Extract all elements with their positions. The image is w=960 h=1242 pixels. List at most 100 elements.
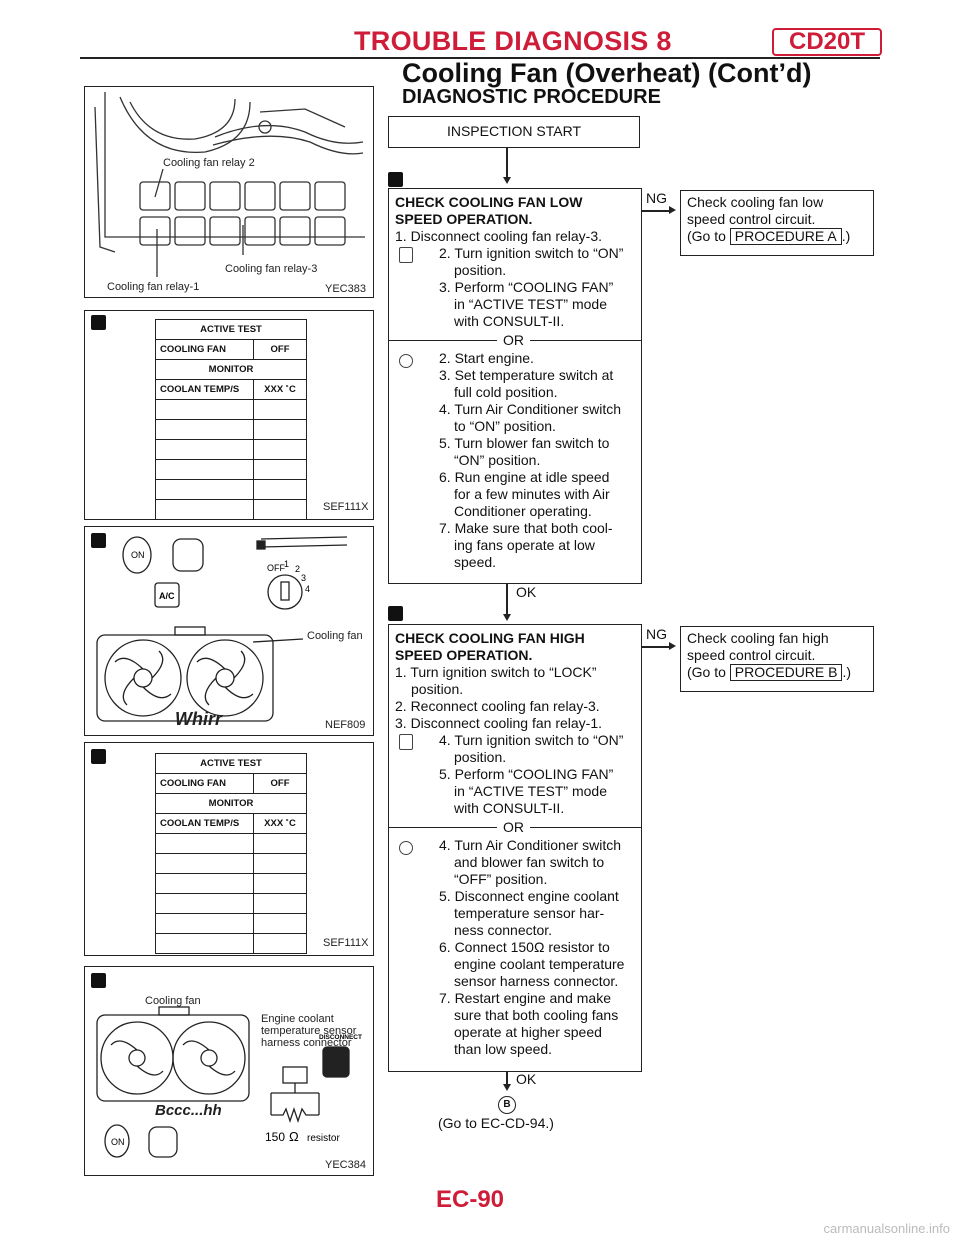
switch-off: OFF	[267, 563, 285, 573]
step-a-line: with CONSULT-II.	[454, 313, 565, 329]
step-a-line: 2. Start engine.	[439, 350, 534, 366]
watermark: carmanualsonline.info	[823, 1221, 950, 1236]
step-b-line: “OFF” position.	[454, 871, 548, 887]
step-a-line: Conditioner operating.	[454, 503, 592, 519]
or-label: OR	[497, 332, 530, 349]
fan-high-illustration: ON Bccc...hh 150 Ω resistor DISCONNECT	[96, 1006, 362, 1158]
step-a-line: speed.	[454, 554, 497, 570]
label-relay-2: Cooling fan relay 2	[163, 157, 255, 169]
step-b-line: than low speed.	[454, 1041, 553, 1057]
relay-location-figure: Cooling fan relay 2 Cooling fan relay-3 …	[84, 86, 374, 298]
sensor-line-1: Engine coolant	[261, 1013, 334, 1025]
step-b-badge-icon	[91, 749, 106, 764]
cooling-fan-value: OFF	[253, 773, 307, 794]
connector-line	[506, 1071, 508, 1085]
goto-link[interactable]: (Go to EC-CD-94.)	[438, 1115, 554, 1131]
procedure-b-link[interactable]: PROCEDURE B	[729, 664, 843, 681]
cooling-fan-label: COOLING FAN	[155, 339, 254, 360]
whirr-label: Whirr	[175, 709, 223, 729]
connector-circle-icon: B	[498, 1096, 516, 1114]
step-a-badge-icon	[388, 172, 403, 187]
ng-box-line: Check cooling fan high	[687, 630, 829, 646]
connector-line	[506, 148, 508, 178]
step-b-line: 6. Connect 150Ω resistor to	[439, 939, 610, 955]
section-title: TROUBLE DIAGNOSIS 8	[354, 26, 672, 56]
ng-box-line: (Go to PROCEDURE A.)	[687, 228, 867, 245]
fan-low-illustration: A/C ON OFF 1 2 3 4 Whirr	[96, 536, 348, 729]
step-a-badge-icon	[91, 533, 106, 548]
engine-code-badge: CD20T	[772, 28, 882, 56]
step-a-badge-icon	[91, 315, 106, 330]
ng-box-line: speed control circuit.	[687, 647, 816, 663]
step-a-line: 3. Perform “COOLING FAN”	[439, 279, 614, 295]
switch-4: 4	[305, 584, 310, 594]
right-arrow-icon	[669, 206, 676, 214]
step-a-line: 3. Set temperature switch at	[439, 367, 614, 383]
cooling-fan-figure-b: ON Bccc...hh 150 Ω resistor DISCONNECT C…	[84, 966, 374, 1176]
step-b-line: 2. Reconnect cooling fan relay-3.	[395, 698, 600, 714]
step-b-line: 5. Disconnect engine coolant	[439, 888, 619, 904]
step-a-box: CHECK COOLING FAN LOW SPEED OPERATION. 1…	[388, 188, 642, 584]
figure-code: YEC383	[325, 283, 366, 295]
procedure-a-link[interactable]: PROCEDURE A	[729, 228, 842, 245]
or-divider: OR	[389, 332, 641, 349]
goto-text: (Go to	[687, 664, 726, 680]
no-tools-icon	[399, 841, 413, 855]
step-a-ng-box: Check cooling fan low speed control circ…	[680, 190, 874, 256]
step-b-line: sure that both cooling fans	[454, 1007, 619, 1023]
coolant-temp-value: XXX ˚C	[253, 813, 307, 834]
step-b-line: temperature sensor har-	[454, 905, 605, 921]
resistor-unit: Ω	[289, 1129, 299, 1144]
step-b-line: 4. Turn Air Conditioner switch	[439, 837, 622, 853]
no-tools-section: 2. Start engine. 3. Set temperature swit…	[389, 348, 641, 571]
step-b-line: 5. Perform “COOLING FAN”	[439, 766, 614, 782]
no-tools-section: 4. Turn Air Conditioner switch and blowe…	[389, 835, 641, 1058]
switch-1: 1	[284, 559, 289, 569]
step-b-box: CHECK COOLING FAN HIGH SPEED OPERATION. …	[388, 624, 642, 1072]
sound-label: Bccc...hh	[155, 1102, 222, 1119]
step-b-line: position.	[454, 749, 507, 765]
label-cooling-fan: Cooling fan	[145, 995, 201, 1007]
ac-label: A/C	[159, 591, 175, 601]
coolant-temp-value: XXX ˚C	[253, 379, 307, 400]
step-b-ng-box: Check cooling fan high speed control cir…	[680, 626, 874, 692]
step-a-line: 5. Turn blower fan switch to	[439, 435, 610, 451]
step-b-line: ness connector.	[454, 922, 553, 938]
active-test-heading: ACTIVE TEST	[155, 319, 307, 340]
procedure-heading: DIAGNOSTIC PROCEDURE	[402, 86, 661, 108]
ng-box-line: Check cooling fan low	[687, 194, 824, 210]
consult-icon	[399, 734, 413, 750]
switch-2: 2	[295, 564, 300, 574]
coolant-temp-label: COOLAN TEMP/S	[155, 813, 254, 834]
step-b-title-1: CHECK COOLING FAN HIGH	[395, 630, 585, 646]
sensor-line-2: temperature sensor	[261, 1025, 357, 1037]
down-arrow-icon	[503, 177, 511, 184]
goto-end: .)	[841, 228, 851, 244]
step-b-title-2: SPEED OPERATION.	[395, 647, 533, 663]
no-tools-icon	[399, 354, 413, 368]
cooling-fan-value: OFF	[253, 339, 307, 360]
ng-line	[641, 210, 669, 212]
resistor-word: resistor	[307, 1133, 340, 1144]
step-a-line: for a few minutes with Air	[454, 486, 610, 502]
resistor-value: 150	[265, 1130, 285, 1144]
figure-code: YEC384	[325, 1159, 366, 1171]
ng-box-line: speed control circuit.	[687, 211, 816, 227]
cooling-fan-figure-a: A/C ON OFF 1 2 3 4 Whirr Cooling fan NEF…	[84, 526, 374, 736]
step-b-line: in “ACTIVE TEST” mode	[454, 783, 608, 799]
relay-box-illustration	[94, 92, 365, 277]
step-b-line: 4. Turn ignition switch to “ON”	[439, 732, 624, 748]
or-label: OR	[497, 819, 530, 836]
step-b-ng-label: NG	[646, 626, 667, 642]
connector-line	[506, 583, 508, 615]
ng-box-line: (Go to PROCEDURE B.)	[687, 664, 867, 681]
label-cooling-fan: Cooling fan	[307, 630, 363, 642]
step-b-line: with CONSULT-II.	[454, 800, 565, 816]
goto-end: .)	[842, 664, 852, 680]
step-b-line: 1. Turn ignition switch to “LOCK”	[395, 664, 597, 680]
step-b-line: sensor harness connector.	[454, 973, 619, 989]
step-a-ok-label: OK	[516, 584, 537, 600]
